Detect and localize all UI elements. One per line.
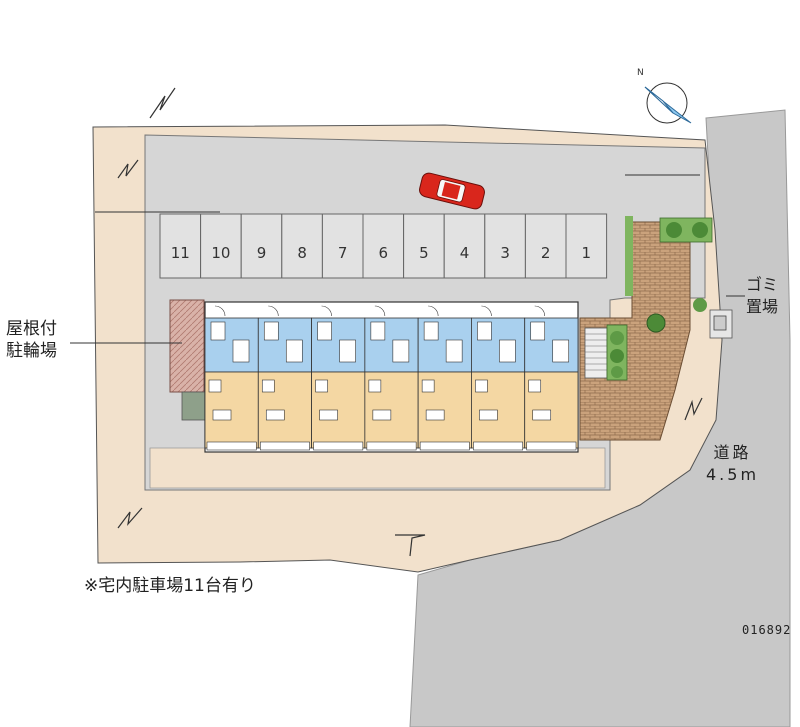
- unit-bath: [370, 321, 386, 341]
- unit-bath: [317, 321, 332, 341]
- parking-stall-number: 11: [171, 244, 190, 262]
- unit-table: [479, 409, 498, 421]
- unit-table: [425, 409, 445, 421]
- parking-stall-number: 8: [297, 244, 307, 262]
- unit-closet: [368, 379, 382, 393]
- parking-stall-number: 3: [500, 244, 510, 262]
- unit-table: [212, 409, 232, 421]
- parking-stalls: 11 10 9 8 7 6 5 4 3 2 1: [159, 213, 608, 279]
- unit-closet: [475, 379, 488, 393]
- parking-stall: [403, 213, 445, 279]
- parking-stall-number: 5: [419, 244, 429, 262]
- unit-balcony: [259, 441, 310, 451]
- entrance-stairs: [584, 327, 608, 379]
- unit-closet: [208, 379, 222, 393]
- unit-bath: [210, 321, 226, 341]
- unit-table: [265, 409, 285, 421]
- elevation-mark-icon: [149, 87, 176, 119]
- unit-closet: [528, 379, 542, 393]
- unit-balcony: [206, 441, 257, 451]
- road-label-width: 4.5m: [706, 465, 760, 484]
- greenery: [606, 216, 713, 381]
- unit-table: [532, 409, 552, 421]
- brick-plaza: [579, 221, 691, 441]
- unit-balcony: [526, 441, 577, 451]
- parking-stall-number: 2: [541, 244, 551, 262]
- elevation-mark-icon: [684, 397, 703, 421]
- elevation-mark-icon: [117, 507, 143, 529]
- parking-stall-number: 1: [582, 244, 592, 262]
- unit-balcony: [473, 441, 524, 451]
- unit-kitchen: [445, 339, 463, 363]
- unit-bath: [263, 321, 279, 341]
- unit-kitchen: [499, 339, 516, 363]
- walkway: [149, 447, 606, 489]
- unit-door: [428, 305, 439, 317]
- unit-bath: [530, 321, 546, 341]
- parking-stall-number: 4: [460, 244, 470, 262]
- unit-door: [321, 305, 332, 317]
- parking-stall: [159, 213, 202, 279]
- bike-parking-label-line1: 屋根付: [6, 319, 57, 339]
- car-icon: [419, 172, 485, 210]
- unit-balcony: [366, 441, 417, 451]
- unit-table: [372, 409, 392, 421]
- unit-kitchen: [552, 339, 570, 363]
- parking-stall: [484, 213, 526, 279]
- unit-closet: [261, 379, 275, 393]
- unit-door: [214, 305, 226, 317]
- parking-stall: [200, 213, 242, 279]
- unit-kitchen: [232, 339, 250, 363]
- garbage-bin-icon: [713, 315, 727, 331]
- unit-door: [374, 305, 386, 317]
- parking-stall: [443, 213, 486, 279]
- parking-stall-number: 10: [211, 244, 230, 262]
- unit-closet: [421, 379, 435, 393]
- compass-icon: N: [637, 68, 692, 124]
- unit-door: [534, 305, 546, 317]
- unit-kitchen: [339, 339, 356, 363]
- apartment-building: [204, 301, 579, 453]
- unit-kitchen: [285, 339, 303, 363]
- road-label-name: 道路: [713, 443, 752, 462]
- property-code: 016892: [742, 623, 792, 637]
- parking-stall: [565, 213, 608, 279]
- unit-door: [481, 305, 492, 317]
- parking-stall: [362, 213, 405, 279]
- unit-bath: [423, 321, 439, 341]
- unit-door: [268, 305, 279, 317]
- parking-stall-number: 9: [257, 244, 267, 262]
- parking-note: ※宅内駐車場11台有り: [84, 576, 256, 596]
- unit-balcony: [313, 441, 364, 451]
- unit-closet: [315, 379, 328, 393]
- unit-balcony: [419, 441, 470, 451]
- parking-stall-number: 7: [338, 244, 348, 262]
- bike-parking-label-line2: 駐輪場: [6, 341, 57, 361]
- bike-parking-roof: [169, 299, 205, 393]
- compass-north-label: N: [637, 68, 644, 78]
- garbage-label-line2: 置場: [746, 297, 779, 316]
- elevation-mark-icon: [117, 159, 139, 179]
- bike-parking-base: [181, 391, 207, 421]
- garbage-label-line1: ゴミ: [746, 275, 779, 294]
- unit-bath: [477, 321, 492, 341]
- elevation-mark-icon: [395, 534, 426, 557]
- unit-kitchen: [392, 339, 410, 363]
- parking-stall-number: 6: [379, 244, 389, 262]
- unit-table: [319, 409, 338, 421]
